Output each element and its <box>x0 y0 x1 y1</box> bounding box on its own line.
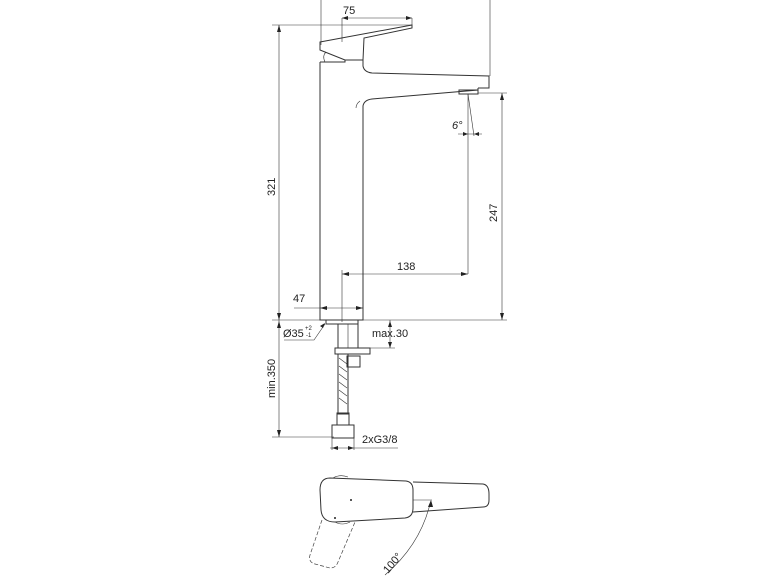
aerator <box>458 89 479 95</box>
dimension-138: 138 <box>341 261 468 322</box>
svg-text:min.350: min.350 <box>266 359 278 398</box>
svg-text:6°: 6° <box>452 120 463 132</box>
installation-parts <box>325 319 371 439</box>
spray-angle-dimension: 6° <box>452 93 482 274</box>
svg-text:100°: 100° <box>381 551 405 576</box>
dimension-47: 47 <box>293 293 363 310</box>
svg-text:Ø35: Ø35 <box>283 328 304 340</box>
dimension-hole-diameter: Ø35 +2 -1 <box>283 323 326 341</box>
dimension-min-350: min.350 <box>266 320 334 438</box>
svg-text:47: 47 <box>293 293 305 305</box>
dimension-75: 75 <box>341 5 413 42</box>
svg-text:-1: -1 <box>306 333 312 339</box>
dimension-247: 247 <box>478 92 507 320</box>
dimension-connection: 2xG3/8 <box>330 434 398 450</box>
svg-text:138: 138 <box>397 261 415 273</box>
handle-top-view: 100° <box>309 475 490 576</box>
svg-text:75: 75 <box>343 5 355 17</box>
svg-text:2xG3/8: 2xG3/8 <box>362 434 397 446</box>
svg-text:247: 247 <box>488 204 500 222</box>
svg-text:321: 321 <box>266 178 278 196</box>
dimension-321: 321 <box>266 24 412 320</box>
svg-text:max.30: max.30 <box>372 328 408 340</box>
svg-text:+2: +2 <box>305 326 313 332</box>
faucet-side-view <box>319 24 490 321</box>
dimension-max-thickness: max.30 <box>370 320 408 349</box>
